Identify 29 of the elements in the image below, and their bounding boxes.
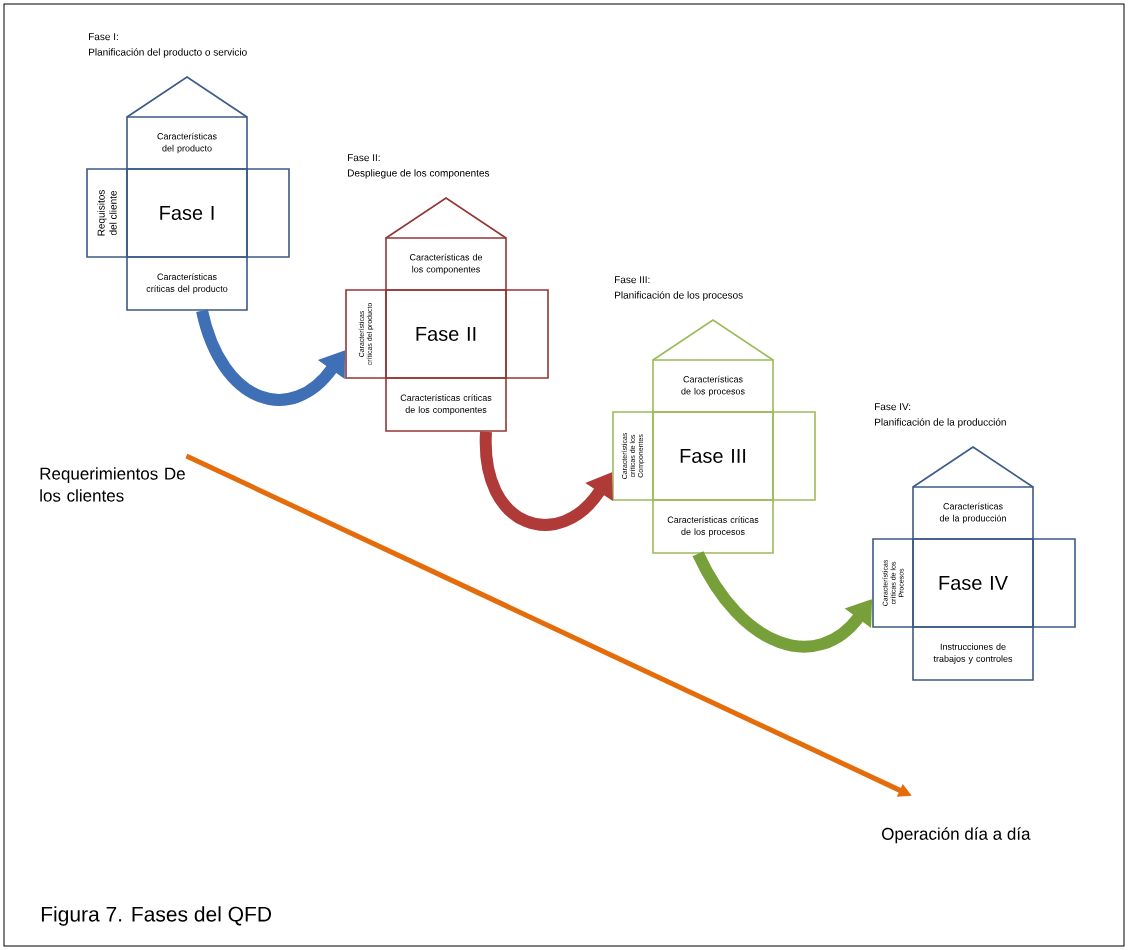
heading-cell: Características de los procesos bbox=[652, 359, 774, 413]
heading-cell: Características del producto bbox=[126, 116, 248, 170]
side-cell bbox=[505, 289, 549, 379]
curved-arrow bbox=[480, 431, 613, 531]
text-label: Operación día a día bbox=[882, 827, 1031, 844]
side-cell bbox=[772, 411, 816, 501]
phase-heading: Planificación de los procesos bbox=[615, 291, 743, 301]
body-cell: Características críticas de los procesos bbox=[652, 499, 774, 554]
body-cell: Características críticas del producto bbox=[126, 256, 248, 311]
phase-cell: Fase IV bbox=[912, 538, 1034, 628]
phase-cell: Fase III bbox=[652, 411, 774, 501]
side-cell bbox=[246, 168, 290, 258]
phase-heading: Fase III: bbox=[615, 276, 650, 284]
phase-heading: Despliegue de los componentes bbox=[348, 169, 490, 179]
text-label: Requerimientos De los clientes bbox=[40, 467, 185, 502]
phase-heading: Planificación del producto o servicio bbox=[89, 48, 247, 58]
body-cell: Instrucciones de trabajos y controles bbox=[912, 626, 1034, 681]
side-cell: Requisitos del cliente bbox=[86, 168, 128, 258]
body-cell: Características críticas de los componentes bbox=[385, 377, 507, 432]
heading-cell: Características de la producción bbox=[912, 486, 1034, 540]
phase-cell: Fase I bbox=[126, 168, 248, 258]
phase-cell: Fase II bbox=[385, 289, 507, 379]
heading-cell: Características de los componentes bbox=[385, 237, 507, 291]
phase-heading: Fase IV: bbox=[875, 403, 911, 411]
caption: Figura 7. Fases del QFD bbox=[41, 906, 271, 926]
phase-heading: Planificación de la producción bbox=[875, 418, 1006, 428]
phase-heading: Fase I: bbox=[89, 33, 118, 41]
side-cell bbox=[1032, 538, 1076, 628]
phase-heading: Fase II: bbox=[348, 154, 380, 162]
